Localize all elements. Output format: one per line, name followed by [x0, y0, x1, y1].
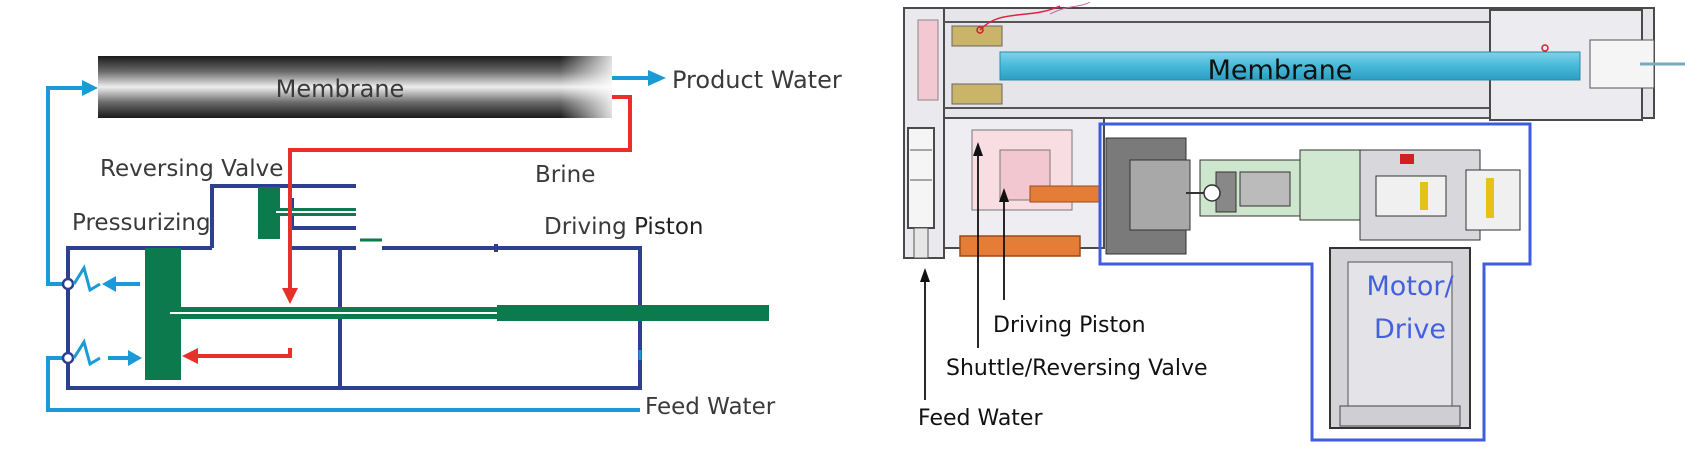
feed-leader-arrow-icon — [920, 268, 930, 282]
brine-label: Brine — [535, 162, 595, 188]
brine-pipe — [194, 95, 632, 358]
motor-body — [1329, 247, 1471, 429]
brine-arrow-left-icon — [182, 348, 198, 364]
check-valve-lower-icon — [61, 338, 142, 367]
leader-lines — [924, 150, 1005, 400]
driving-piston-callout: Driving Piston — [993, 313, 1146, 338]
feed-inlet-fitting — [907, 127, 935, 229]
right-cross-section: Membrane — [903, 1, 1685, 442]
feed-water-callout: Feed Water — [918, 406, 1043, 431]
feed-water-label: Feed Water — [645, 394, 776, 420]
feed-arrowhead-icon — [82, 80, 98, 96]
membrane-cylinder: Membrane — [98, 56, 612, 118]
driving-word: Driving — [544, 214, 627, 240]
reversing-valve-label: Reversing Valve — [100, 156, 283, 182]
left-schematic: Membrane Product Water — [46, 56, 842, 420]
reversing-valve-spool — [258, 187, 280, 239]
drive-mechanism — [1105, 137, 1521, 255]
check-valve-upper-icon — [61, 264, 140, 293]
feed-pipe-orange — [959, 235, 1081, 257]
cylinder-frame — [66, 184, 642, 390]
motor-drive-label-line2: Drive — [1374, 314, 1446, 345]
brine-arrow-down-icon — [282, 288, 298, 304]
product-water-label: Product Water — [672, 66, 842, 94]
piston-rod — [170, 305, 769, 321]
product-water-arrow — [612, 70, 666, 86]
shuttle-valve-callout: Shuttle/Reversing Valve — [946, 356, 1208, 381]
piston-leader-arrow-icon — [999, 188, 1009, 202]
motor-drive-outline — [1098, 122, 1532, 442]
membrane-section-label: Membrane — [1208, 55, 1353, 86]
piston-word: Piston — [634, 214, 703, 240]
pressurizing-label: Pressurizing — [72, 210, 211, 236]
membrane-tube — [1000, 52, 1580, 80]
shuttle-leader-arrow-icon — [973, 142, 983, 156]
membrane-label: Membrane — [276, 75, 405, 103]
feed-water-pipe — [46, 86, 640, 412]
driving-piston-label: Driving Piston — [544, 214, 703, 240]
motor-drive-label-line1: Motor/ — [1366, 271, 1454, 302]
